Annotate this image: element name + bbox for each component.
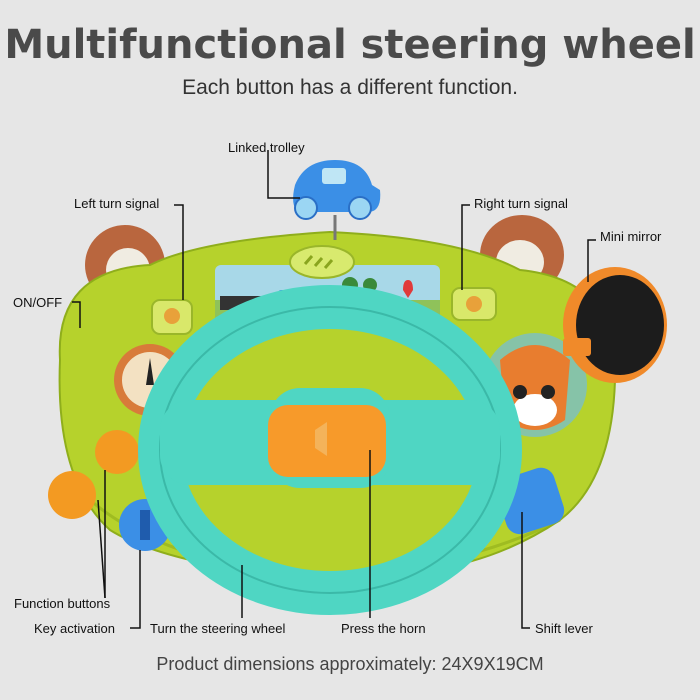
page-title: Multifunctional steering wheel <box>4 22 696 68</box>
function-button-1 <box>95 430 139 474</box>
mini-mirror <box>563 267 667 383</box>
callout-lines <box>72 150 596 629</box>
label-shift-lever: Shift lever <box>535 621 593 636</box>
label-right-turn-signal: Right turn signal <box>474 196 568 211</box>
function-button-2 <box>48 471 96 519</box>
label-on-off: ON/OFF <box>13 295 63 310</box>
linked-trolley-car <box>293 160 381 240</box>
steering-wheel <box>138 285 522 615</box>
label-key-activation: Key activation <box>34 621 115 636</box>
label-press-horn: Press the horn <box>341 621 426 636</box>
fox-card <box>483 333 587 437</box>
label-mini-mirror: Mini mirror <box>600 229 662 244</box>
label-left-turn-signal: Left turn signal <box>74 196 160 211</box>
label-turn-steering-wheel: Turn the steering wheel <box>150 621 286 636</box>
product-dimensions: Product dimensions approximately: 24X9X1… <box>156 654 544 674</box>
label-linked-trolley: Linked trolley <box>228 140 305 155</box>
speaker-grille <box>289 245 355 279</box>
label-function-buttons: Function buttons <box>14 596 111 611</box>
page-subtitle: Each button has a different function. <box>182 76 518 99</box>
